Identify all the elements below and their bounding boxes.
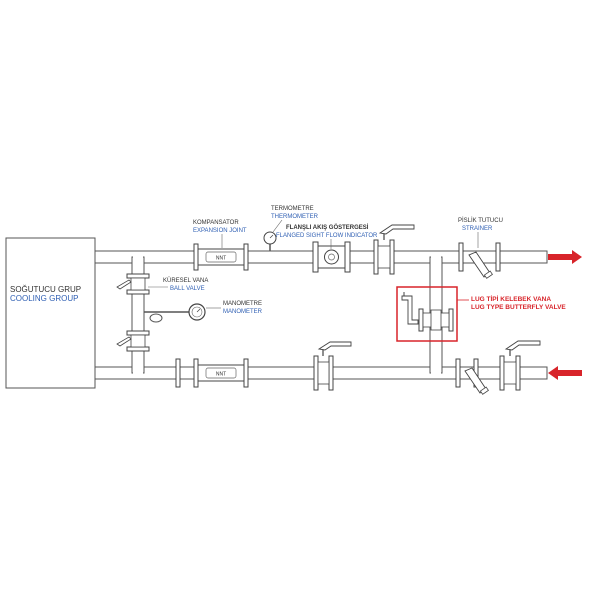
- butterfly-valve-return-2: [499, 340, 541, 391]
- manometer: [144, 303, 206, 323]
- butterfly-valve-supply: [373, 224, 415, 275]
- expansion-joint-marking: NNT: [216, 256, 226, 262]
- manometre-label-tr: MANOMETRE: [223, 301, 262, 307]
- ball-valve-top: [116, 273, 150, 295]
- expansion-joint-supply: NNT: [193, 243, 249, 271]
- manometre-label-en: MANOMETER: [223, 309, 263, 315]
- strainer-return: [455, 358, 489, 395]
- strainer-label-tr: PİSLİK TUTUCU: [458, 217, 503, 224]
- supply-outflow-arrow: [548, 250, 582, 264]
- flow-indicator-label-tr: FLANŞLI AKIŞ GÖSTERGESİ: [286, 224, 369, 231]
- label-manometre: MANOMETRE MANOMETER: [206, 301, 263, 315]
- butterfly-label-en: LUG TYPE BUTTERFLY VALVE: [471, 304, 566, 311]
- expansion-joint-return: NNT: [175, 358, 249, 388]
- termometre-label-tr: TERMOMETRE: [271, 206, 314, 212]
- label-strainer: PİSLİK TUTUCU STRAINER: [458, 217, 503, 248]
- strainer-label-en: STRAINER: [462, 226, 493, 232]
- strainer-supply: [458, 242, 501, 279]
- kompansator-label-tr: KOMPANSATOR: [193, 220, 239, 226]
- butterfly-valve-highlight: [396, 286, 458, 342]
- manifold-left-pipe: [131, 252, 145, 378]
- ball-valve-bottom: [116, 330, 150, 352]
- sight-flow-indicator: [312, 241, 351, 273]
- ball-valve-label-en: BALL VALVE: [170, 286, 205, 292]
- label-kompansator: KOMPANSATOR EXPANSION JOINT: [193, 220, 247, 248]
- ball-valve-label-tr: KÜRESEL VANA: [163, 277, 208, 284]
- butterfly-valve-return-1: [313, 341, 352, 391]
- butterfly-label-tr: LUG TİPİ KELEBEK VANA: [471, 295, 551, 303]
- label-butterfly-valve: LUG TİPİ KELEBEK VANA LUG TYPE BUTTERFLY…: [457, 295, 566, 311]
- cooling-group-box: SOĞUTUCU GRUP COOLING GROUP: [5, 237, 96, 389]
- termometre-label-en: THERMOMETER: [271, 214, 319, 220]
- cooling-group-label-en: COOLING GROUP: [10, 294, 78, 303]
- flow-indicator-label-en: FLANGED SIGHT FLOW INDICATOR: [276, 233, 378, 239]
- expansion-joint-marking-return: NNT: [216, 372, 226, 378]
- label-flow-indicator: FLANŞLI AKIŞ GÖSTERGESİ FLANGED SIGHT FL…: [276, 224, 378, 249]
- thermometer: [263, 231, 277, 251]
- cooling-group-label-tr: SOĞUTUCU GRUP: [10, 285, 81, 294]
- kompansator-label-en: EXPANSION JOINT: [193, 228, 247, 234]
- label-ball-valve: KÜRESEL VANA BALL VALVE: [148, 277, 208, 292]
- label-termometre: TERMOMETRE THERMOMETER: [271, 206, 319, 233]
- return-inflow-arrow: [548, 366, 582, 380]
